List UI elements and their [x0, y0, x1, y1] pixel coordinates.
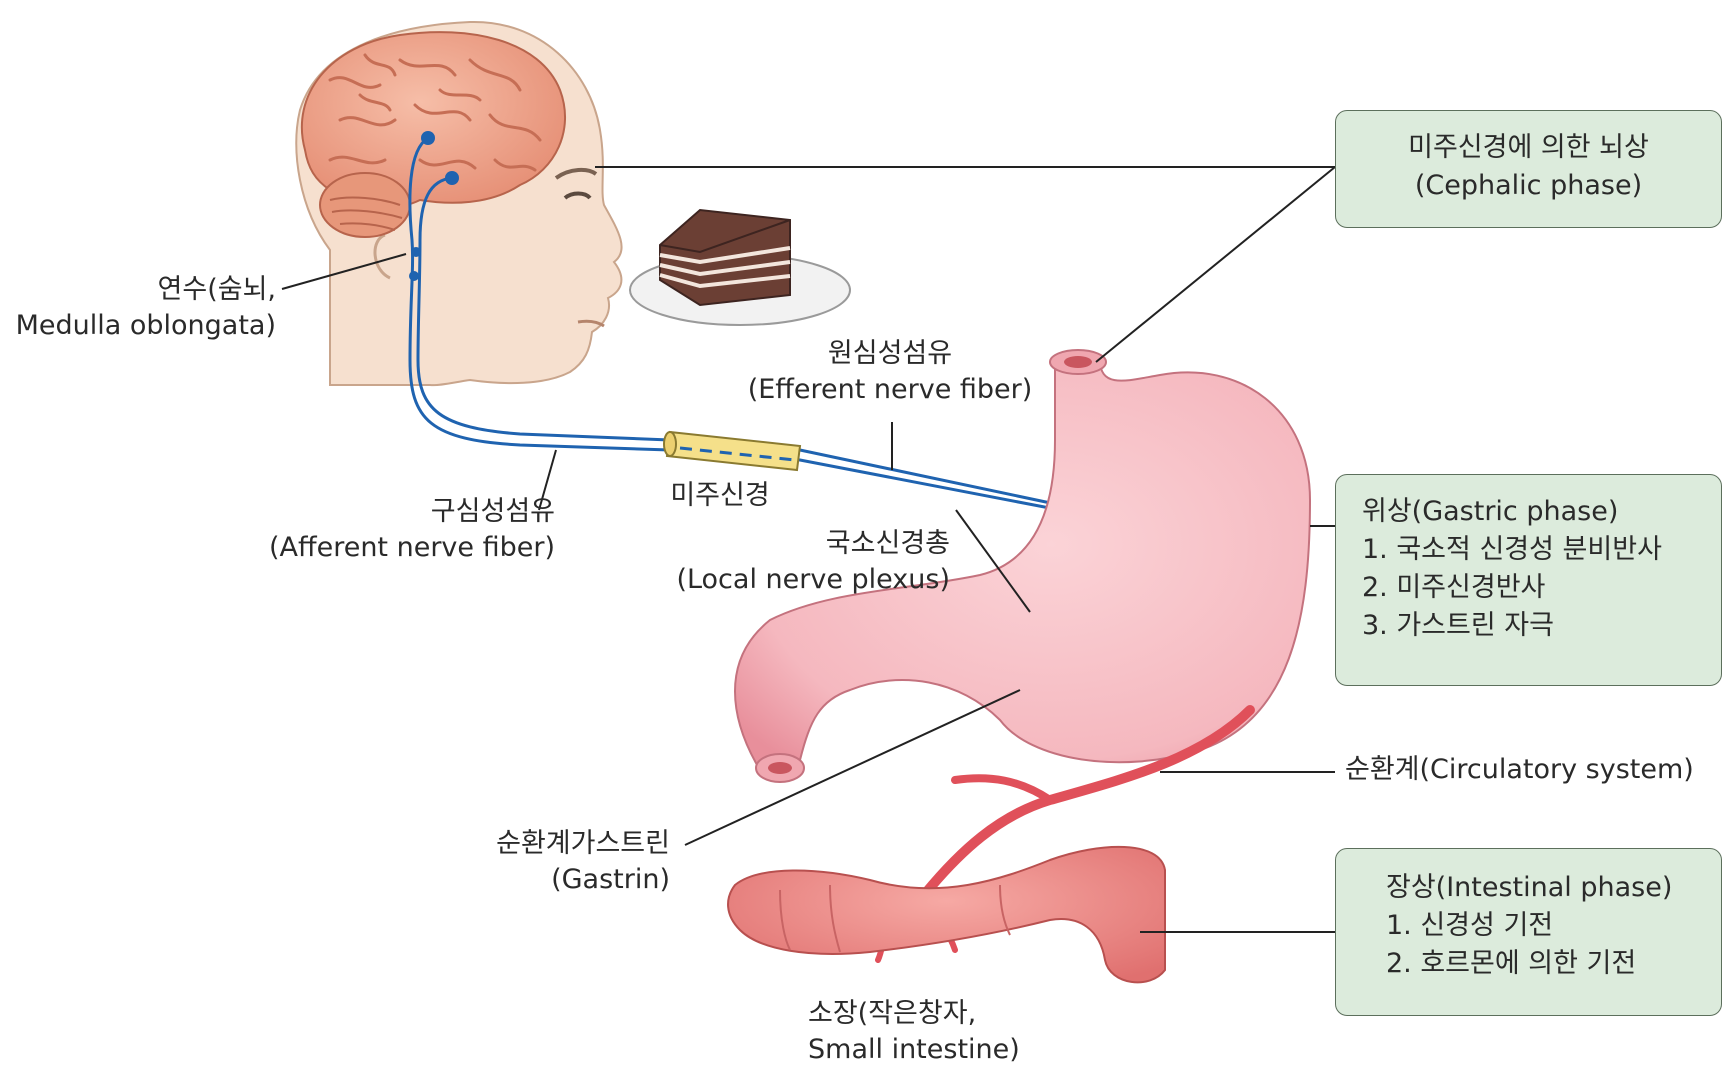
cephalic-phase-box: 미주신경에 의한 뇌상 (Cephalic phase) [1335, 110, 1722, 228]
circulatory-label: 순환계(Circulatory system) [1345, 752, 1694, 788]
afferent-label-ko: 구심성섬유 [430, 496, 555, 527]
gastric-phase-item: 1. 국소적 신경성 분비반사 [1362, 534, 1662, 565]
vagus-label: 미주신경 [640, 478, 800, 514]
leader-lines [281, 166, 1336, 933]
efferent-label-ko: 원심성섬유 [827, 338, 953, 369]
cephalic-phase-title: 미주신경에 의한 뇌상 [1408, 132, 1649, 163]
intestinal-phase-item: 1. 신경성 기전 [1386, 910, 1554, 941]
gastric-phase-title: 위상(Gastric phase) [1362, 496, 1619, 527]
cake-illustration [629, 208, 851, 326]
medulla-label-en: Medulla oblongata) [15, 310, 276, 341]
plexus-label-ko: 국소신경총 [825, 528, 950, 559]
gastrin-label-ko: 순환계가스트린 [496, 828, 670, 859]
intestinal-phase-box: 장상(Intestinal phase) 1. 신경성 기전 2. 호르몬에 의… [1335, 848, 1722, 1016]
gastric-phase-item: 3. 가스트린 자극 [1362, 610, 1554, 641]
efferent-label-en: (Efferent nerve fiber) [747, 374, 1033, 405]
efferent-label: 원심성섬유 (Efferent nerve fiber) [740, 336, 1040, 408]
afferent-label: 구심성섬유 (Afferent nerve fiber) [240, 494, 555, 566]
medulla-label: 연수(숨뇌, Medulla oblongata) [0, 272, 276, 344]
gastric-phase-item: 2. 미주신경반사 [1362, 572, 1546, 603]
intestinal-phase-title: 장상(Intestinal phase) [1386, 872, 1673, 903]
intestinal-phase-item: 2. 호르몬에 의한 기전 [1386, 948, 1637, 979]
plexus-label: 국소신경총 (Local nerve plexus) [640, 526, 950, 598]
afferent-label-en: (Afferent nerve fiber) [268, 532, 555, 563]
small-intestine-label-en: Small intestine) [808, 1034, 1020, 1065]
small-intestine [727, 845, 1166, 984]
brain [300, 31, 566, 238]
medulla-label-ko: 연수(숨뇌, [157, 274, 276, 305]
vagus-nerve-sheath [663, 430, 802, 472]
small-intestine-label-ko: 소장(작은창자, [808, 998, 977, 1029]
gastrin-label: 순환계가스트린 (Gastrin) [400, 826, 670, 898]
small-intestine-label: 소장(작은창자, Small intestine) [808, 996, 1020, 1068]
plexus-label-en: (Local nerve plexus) [676, 564, 950, 595]
stomach [734, 349, 1312, 783]
gastrin-label-en: (Gastrin) [551, 864, 670, 895]
vagus-label-ko: 미주신경 [670, 480, 770, 511]
gastric-phase-box: 위상(Gastric phase) 1. 국소적 신경성 분비반사 2. 미주신… [1335, 474, 1722, 686]
cephalic-phase-subtitle: (Cephalic phase) [1414, 170, 1643, 201]
circulatory-label-ko: 순환계(Circulatory system) [1345, 754, 1694, 785]
